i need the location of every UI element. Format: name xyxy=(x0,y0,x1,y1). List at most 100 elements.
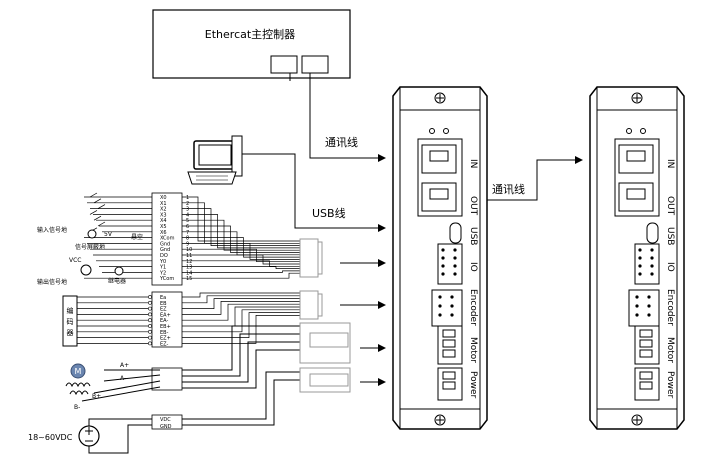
encoder-wire-right xyxy=(182,295,300,304)
motor: M A+ A- B+ B- xyxy=(65,325,300,411)
io-pin-name: Gnd xyxy=(160,241,170,247)
io-pin-name: X0 xyxy=(160,195,167,201)
io-pin-name: XCom xyxy=(160,236,175,242)
encoder-terminal-icon xyxy=(148,318,152,323)
io-connector xyxy=(299,238,386,278)
encoder-wire-right xyxy=(182,301,300,315)
motor-pin-a-plus: A+ xyxy=(120,362,129,369)
power-connector xyxy=(299,367,386,393)
motor-badge: M xyxy=(75,367,82,376)
power-voltage-label: 18~60VDC xyxy=(28,433,73,442)
power-supply: 18~60VDC VDC GND xyxy=(28,371,300,454)
encoder-pin-name: EB- xyxy=(160,330,169,336)
driver-2-pins xyxy=(635,248,654,390)
encoder-wire-right xyxy=(182,292,300,298)
port-label-usb: USB xyxy=(665,227,675,245)
encoder-pin-name: EA+ xyxy=(160,312,171,318)
encoder-terminal-icon xyxy=(148,295,152,299)
encoder-terminal-icon xyxy=(148,324,152,328)
switch-icon xyxy=(89,210,98,215)
port-label-in: IN xyxy=(468,159,478,168)
io-wire-right xyxy=(182,270,300,273)
io-pin-name: X1 xyxy=(160,201,167,207)
io-wiring xyxy=(84,192,300,279)
io-wire-right xyxy=(182,272,300,279)
encoder-label-char-1: 编 xyxy=(67,306,74,315)
io-wire-right xyxy=(182,219,300,251)
encoder-wire-right xyxy=(182,315,300,344)
comm-label-2: 通讯线 xyxy=(492,182,525,196)
motor-pin-a-minus: A- xyxy=(120,375,126,382)
io-wire-right xyxy=(182,214,300,249)
encoder-label-char-2: 码 xyxy=(67,318,74,326)
io-pin-number: 5 xyxy=(186,218,189,224)
comm-label-1: 通讯线 xyxy=(325,135,358,149)
port-label-in: IN xyxy=(665,159,675,168)
encoder-wire-right xyxy=(182,298,300,309)
io-pin-name: Y1 xyxy=(159,265,166,271)
encoder-pin-name: EZ+ xyxy=(160,336,171,342)
encoder-pin-name: Ea xyxy=(160,295,166,301)
output-signal-ground-label: 输出信号地 xyxy=(37,278,67,286)
io-pin-name: X4 xyxy=(160,218,167,224)
driver-1-pins xyxy=(438,248,457,390)
port-label-motor: Motor xyxy=(468,337,478,363)
io-wire-right xyxy=(182,260,300,267)
io-pin-name: Y0 xyxy=(159,259,166,265)
usb-line: USB线 xyxy=(242,153,386,232)
io-pin-number: 12 xyxy=(186,259,192,265)
io-pin-name: Y2 xyxy=(159,270,166,276)
driver-2-port-labels: IN OUT USB IO Encoder Motor Power xyxy=(665,159,675,399)
port-label-io: IO xyxy=(665,262,675,272)
io-wire-right xyxy=(182,243,300,260)
io-wire-right xyxy=(182,208,300,246)
encoder-terminal-icon xyxy=(148,300,152,305)
motor-icon xyxy=(70,363,86,379)
motor-winding-b-icon xyxy=(69,390,89,396)
relay-coil-icon xyxy=(114,266,124,276)
io-pin-number: 3 xyxy=(186,207,189,213)
io-annotations: 输入信号地 5V 悬空 信号屏蔽地 VCC 继电器 输出信号地 xyxy=(37,226,143,286)
switch-icon xyxy=(97,221,106,227)
port-label-usb: USB xyxy=(468,227,478,245)
io-pin-name: Gnd xyxy=(160,247,170,253)
computer-icon xyxy=(187,135,243,185)
encoder-label-char-3: 器 xyxy=(67,329,74,337)
encoder-pin-name: EZ xyxy=(160,307,167,313)
controller-label: Ethercat主控制器 xyxy=(205,27,295,41)
encoder-terminal-icon xyxy=(148,335,152,340)
hang-label: 悬空 xyxy=(131,233,143,241)
power-pin-vdc: VDC xyxy=(160,417,171,423)
encoder-terminal-icon xyxy=(148,312,152,317)
shield-ground-label: 信号屏蔽地 xyxy=(75,243,105,251)
io-pin-number: 4 xyxy=(186,212,189,218)
port-label-motor: Motor xyxy=(665,337,675,363)
comm-line-1: 通讯线 xyxy=(309,81,386,162)
io-wire-right xyxy=(182,225,300,253)
encoder-wire-right xyxy=(182,312,300,338)
driver-1: IN OUT USB IO Encoder Motor Power xyxy=(392,86,488,430)
vcc-label: VCC xyxy=(69,257,81,264)
io-pin-number: 6 xyxy=(186,224,189,230)
switch-icon xyxy=(93,198,102,204)
dc-source-icon xyxy=(80,264,92,276)
encoder-pin-name: EA- xyxy=(160,318,168,324)
io-wire-right xyxy=(182,196,300,242)
io-pin-number: 14 xyxy=(186,270,192,276)
plus5v-label: 5V xyxy=(104,231,113,238)
io-pin-name: X2 xyxy=(160,207,167,213)
power-pin-gnd: GND xyxy=(160,424,172,430)
motor-pin-b-minus: B- xyxy=(74,404,80,411)
encoder-pin-name: EZ- xyxy=(160,341,168,347)
switch-icon xyxy=(89,192,98,198)
io-pin-name: X6 xyxy=(160,230,167,236)
io-pin-name: YCom xyxy=(159,276,174,282)
io-wire-right xyxy=(182,237,300,258)
driver-1-port-labels: IN OUT USB IO Encoder Motor Power xyxy=(468,159,478,399)
io-pin-number: 1 xyxy=(186,195,189,201)
ethercat-controller: Ethercat主控制器 xyxy=(152,9,351,81)
switch-icon xyxy=(97,204,106,209)
